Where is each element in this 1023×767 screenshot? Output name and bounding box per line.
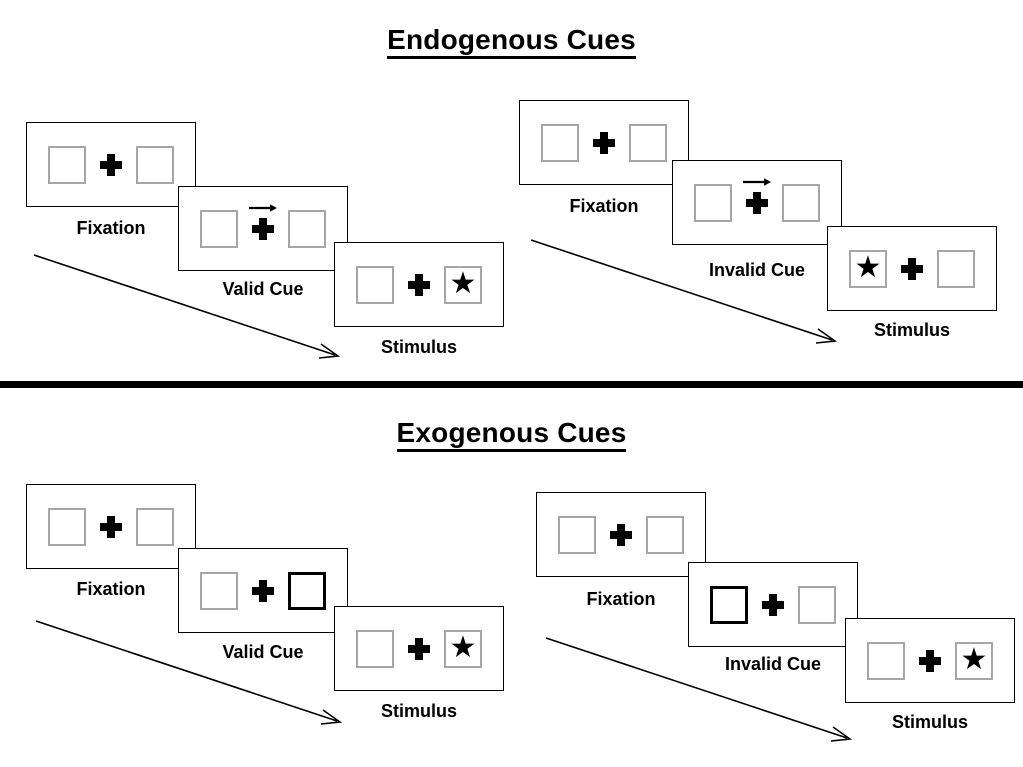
stage-caption-exogenous-valid-stimulus: Stimulus — [380, 701, 457, 721]
fixation-cross — [743, 177, 771, 214]
section-divider — [0, 381, 1023, 388]
trial-frame-endogenous-invalid-stimulus: ★ — [827, 226, 997, 311]
trial-frame-exogenous-invalid-cue — [688, 562, 858, 647]
trial-frame-exogenous-invalid-stimulus: ★ — [845, 618, 1015, 703]
section-title-endogenous: Endogenous Cues — [0, 24, 1023, 59]
placeholder-box-right — [937, 249, 975, 288]
placeholder-box-right — [798, 585, 836, 624]
display-content — [710, 585, 836, 624]
display-content — [558, 515, 684, 554]
stage-caption-endogenous-valid-fixation: Fixation — [76, 218, 146, 238]
placeholder-box-left — [48, 145, 86, 184]
display-content: ★ — [356, 629, 482, 668]
placeholder-box-left — [200, 209, 238, 248]
cue-arrow-right-icon — [743, 177, 771, 186]
star-target-icon: ★ — [449, 266, 477, 300]
stage-caption-endogenous-invalid-fixation: Fixation — [569, 196, 639, 216]
placeholder-box-left — [356, 265, 394, 304]
placeholder-box-left — [48, 507, 86, 546]
display-content: ★ — [867, 641, 993, 680]
stage-caption-exogenous-valid-cue: Valid Cue — [222, 642, 304, 662]
display-content — [48, 145, 174, 184]
trial-frame-endogenous-invalid-cue — [672, 160, 842, 245]
time-arrow-exogenous-valid — [35, 620, 343, 725]
fixation-cross — [408, 273, 430, 296]
cue-arrow-right-icon — [249, 203, 277, 212]
fixation-cross — [610, 523, 632, 546]
placeholder-box-right — [646, 515, 684, 554]
trial-frame-exogenous-valid-cue — [178, 548, 348, 633]
fixation-cross — [249, 203, 277, 240]
star-target-icon: ★ — [960, 642, 988, 676]
display-content — [200, 203, 326, 248]
target-box-left: ★ — [849, 249, 887, 288]
display-content — [541, 123, 667, 162]
star-target-icon: ★ — [854, 250, 882, 284]
stage-caption-exogenous-valid-fixation: Fixation — [76, 579, 146, 599]
trial-frame-endogenous-invalid-fixation — [519, 100, 689, 185]
display-content — [200, 571, 326, 610]
fixation-cross — [100, 515, 122, 538]
placeholder-box-left — [694, 183, 732, 222]
placeholder-box-right — [136, 507, 174, 546]
placeholder-box-right — [136, 145, 174, 184]
section-title-exogenous-text: Exogenous Cues — [396, 417, 627, 452]
target-box-right: ★ — [444, 629, 482, 668]
trial-frame-endogenous-valid-fixation — [26, 122, 196, 207]
time-arrow-exogenous-invalid — [545, 637, 853, 742]
trial-frame-endogenous-valid-cue — [178, 186, 348, 271]
fixation-cross — [901, 257, 923, 280]
stage-caption-exogenous-invalid-fixation: Fixation — [586, 589, 656, 609]
star-target-icon: ★ — [449, 630, 477, 664]
display-content: ★ — [849, 249, 975, 288]
target-box-right: ★ — [444, 265, 482, 304]
placeholder-box-left — [356, 629, 394, 668]
display-content: ★ — [356, 265, 482, 304]
fixation-cross — [919, 649, 941, 672]
fixation-cross — [593, 131, 615, 154]
trial-frame-endogenous-valid-stimulus: ★ — [334, 242, 504, 327]
stage-caption-endogenous-invalid-cue: Invalid Cue — [708, 260, 806, 280]
stage-caption-endogenous-valid-stimulus: Stimulus — [380, 337, 457, 357]
fixation-cross — [100, 153, 122, 176]
placeholder-box-left — [558, 515, 596, 554]
stage-caption-endogenous-invalid-stimulus: Stimulus — [873, 320, 950, 340]
placeholder-box-left — [200, 571, 238, 610]
display-content — [694, 177, 820, 222]
placeholder-box-left — [867, 641, 905, 680]
fixation-cross — [408, 637, 430, 660]
trial-frame-exogenous-valid-fixation — [26, 484, 196, 569]
cued-box-left — [710, 585, 748, 624]
section-title-exogenous: Exogenous Cues — [0, 417, 1023, 452]
placeholder-box-right — [288, 209, 326, 248]
placeholder-box-right — [782, 183, 820, 222]
cued-box-right — [288, 571, 326, 610]
time-arrow-endogenous-valid — [33, 254, 341, 359]
stage-caption-exogenous-invalid-cue: Invalid Cue — [724, 654, 822, 674]
fixation-cross — [252, 579, 274, 602]
fixation-cross — [762, 593, 784, 616]
target-box-right: ★ — [955, 641, 993, 680]
placeholder-box-left — [541, 123, 579, 162]
placeholder-box-right — [629, 123, 667, 162]
stage-caption-exogenous-invalid-stimulus: Stimulus — [891, 712, 968, 732]
stage-caption-endogenous-valid-cue: Valid Cue — [222, 279, 304, 299]
trial-frame-exogenous-valid-stimulus: ★ — [334, 606, 504, 691]
time-arrow-endogenous-invalid — [530, 239, 838, 344]
trial-frame-exogenous-invalid-fixation — [536, 492, 706, 577]
display-content — [48, 507, 174, 546]
section-title-endogenous-text: Endogenous Cues — [387, 24, 636, 59]
